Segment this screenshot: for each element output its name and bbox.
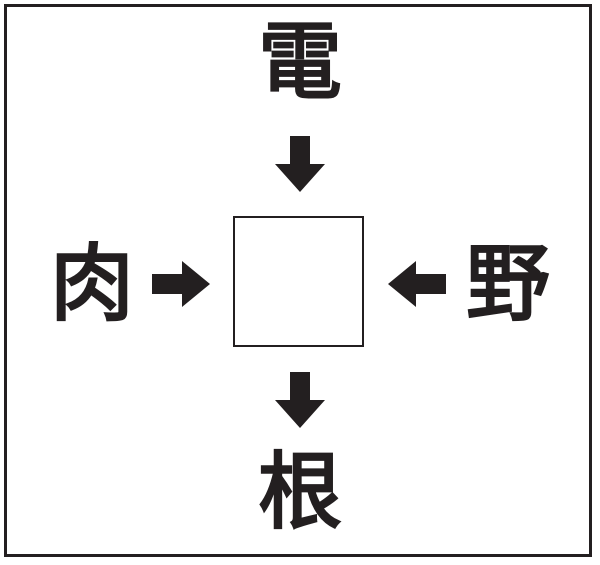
top-kanji: 電 [257,12,342,111]
arrow-left-icon [388,261,446,307]
arrow-down-icon [275,136,325,192]
arrow-right-icon [152,261,210,307]
left-kanji: 肉 [49,234,134,333]
answer-box[interactable] [233,216,364,347]
right-kanji: 野 [465,234,550,333]
bottom-kanji: 根 [257,442,342,541]
puzzle-frame [4,4,592,557]
arrow-down-icon [275,372,325,428]
